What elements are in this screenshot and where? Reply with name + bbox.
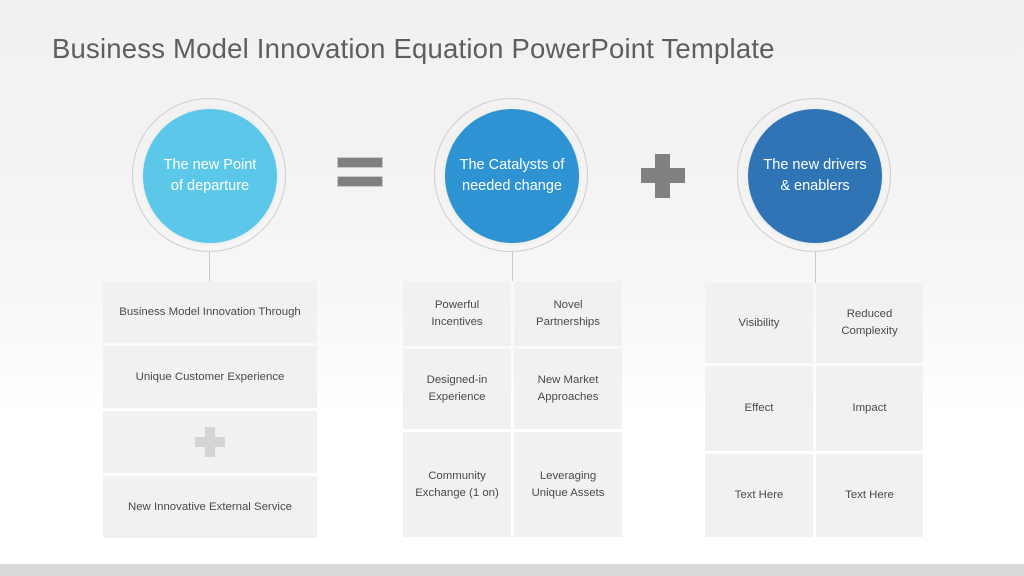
cell-label: Business Model Innovation Through: [119, 305, 301, 318]
page-title: Business Model Innovation Equation Power…: [52, 33, 775, 64]
cell-label: Unique Customer Experience: [135, 370, 285, 383]
plus-icon-vertical: [205, 427, 215, 457]
cell-label: Visibility: [738, 316, 780, 329]
cell-col3-r3c1[interactable]: Text Here: [705, 454, 813, 537]
circle-outer-ring: [132, 98, 286, 252]
cell-label: Designed-in Experience: [426, 374, 488, 403]
cell-label: Reduced Complexity: [841, 308, 898, 337]
cell-col2-r3c1[interactable]: Community Exchange (1 on): [403, 432, 511, 537]
plus-bar-vertical: [655, 154, 670, 198]
circle-label-point-of-departure: The new Point of departure: [163, 157, 257, 194]
cell-label: New Innovative External Service: [128, 500, 292, 513]
cell-col3-r2c1[interactable]: Effect: [705, 366, 813, 451]
cell-col3-r1c2[interactable]: Reduced Complexity: [816, 283, 923, 363]
circle-label-catalysts: The Catalysts of needed change: [459, 157, 565, 194]
circle-outer-ring: [737, 98, 891, 252]
bottom-strip: [0, 564, 1024, 576]
cell-label: Powerful Incentives: [431, 298, 483, 328]
cell-label: Impact: [852, 402, 887, 415]
cell-label: Leveraging Unique Assets: [531, 469, 605, 499]
plus-icon: [195, 427, 225, 457]
cell-col2-r3c2[interactable]: Leveraging Unique Assets: [514, 432, 622, 537]
connector-line-column-1: [209, 252, 210, 281]
cell-col2-r1c1[interactable]: Powerful Incentives: [403, 281, 511, 346]
equals-bar-bottom: [337, 176, 383, 187]
cell-col3-r1c1[interactable]: Visibility: [705, 283, 813, 363]
operator-equals: [337, 152, 383, 198]
circle-core-drivers[interactable]: The new drivers & enablers: [748, 109, 882, 243]
cell-col1-row4[interactable]: New Innovative External Service: [103, 476, 317, 538]
cell-col1-row3-plus[interactable]: [103, 411, 317, 473]
cell-col2-r2c2[interactable]: New Market Approaches: [514, 349, 622, 429]
circle-core-point-of-departure[interactable]: The new Point of departure: [143, 109, 277, 243]
cell-col1-row2[interactable]: Unique Customer Experience: [103, 346, 317, 408]
circle-outer-ring: [434, 98, 588, 252]
cell-col3-r3c2[interactable]: Text Here: [816, 454, 923, 537]
cell-label: Text Here: [845, 489, 894, 502]
cell-col3-r2c2[interactable]: Impact: [816, 366, 923, 451]
operator-plus: [641, 153, 687, 199]
cell-col2-r2c1[interactable]: Designed-in Experience: [403, 349, 511, 429]
circle-catalysts[interactable]: The Catalysts of needed change: [434, 98, 590, 254]
circle-drivers[interactable]: The new drivers & enablers: [737, 98, 893, 254]
circle-core-catalysts[interactable]: The Catalysts of needed change: [445, 109, 579, 243]
connector-line-column-2: [512, 252, 513, 281]
circle-label-drivers: The new drivers & enablers: [763, 157, 867, 194]
equals-bar-top: [337, 157, 383, 168]
cell-col2-r1c2[interactable]: Novel Partnerships: [514, 281, 622, 346]
cell-label: Text Here: [734, 489, 784, 502]
cell-label: Community Exchange (1 on): [415, 469, 499, 499]
cell-col1-row1[interactable]: Business Model Innovation Through: [103, 281, 317, 343]
cell-label: New Market Approaches: [537, 374, 599, 403]
cell-label: Effect: [744, 402, 774, 415]
circle-point-of-departure[interactable]: The new Point of departure: [132, 98, 288, 254]
cell-label: Novel Partnerships: [536, 298, 600, 328]
connector-line-column-3: [815, 252, 816, 283]
